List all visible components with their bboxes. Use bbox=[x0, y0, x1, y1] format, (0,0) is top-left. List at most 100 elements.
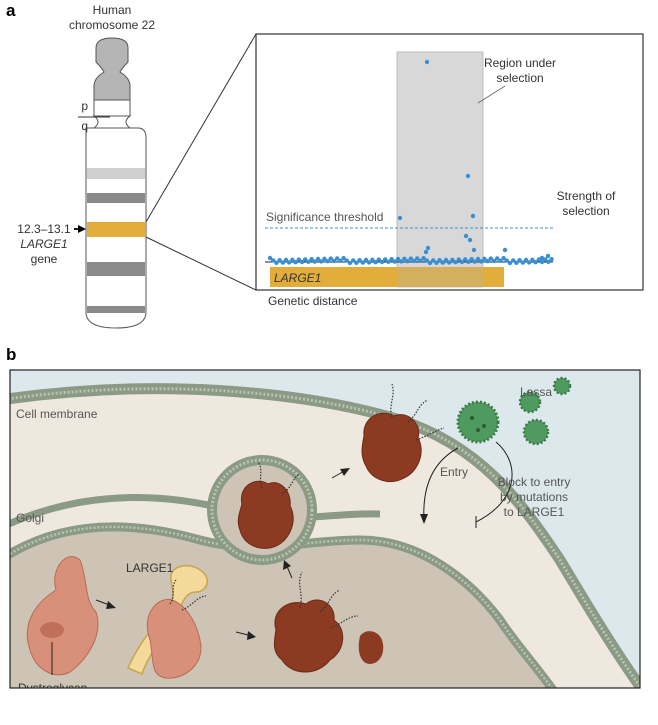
selection-points bbox=[267, 59, 554, 266]
entry-arrow bbox=[423, 447, 459, 521]
glycan-chain bbox=[319, 589, 341, 613]
selection-point bbox=[392, 259, 397, 264]
selection-point bbox=[434, 260, 439, 265]
dystroglycan-glycosylated-golgi bbox=[273, 599, 344, 673]
selection-point bbox=[395, 256, 401, 262]
large1-gene-bar-label: LARGE1 bbox=[274, 271, 321, 285]
glycan-chain bbox=[390, 383, 394, 419]
p-arm-band bbox=[93, 99, 131, 117]
golgi-membrane-upper-texture bbox=[10, 525, 554, 688]
selection-point bbox=[488, 256, 493, 261]
selection-point bbox=[427, 260, 433, 266]
selection-point bbox=[495, 256, 500, 261]
dystroglycan-precursor-spot bbox=[40, 622, 64, 638]
selection-point bbox=[450, 257, 455, 262]
selection-point bbox=[418, 258, 423, 263]
cell-membrane-label: Cell membrane bbox=[16, 407, 98, 421]
cell-scene: Cell membrane Golgi LARGE1 Dystroglycan … bbox=[10, 370, 640, 688]
block-label-line1: Block to entry bbox=[498, 475, 571, 489]
centromere bbox=[92, 115, 132, 129]
selection-point bbox=[405, 259, 410, 264]
selection-point bbox=[415, 256, 420, 261]
selection-point bbox=[402, 256, 407, 261]
band-label: 12.3–13.1 bbox=[17, 222, 71, 236]
selection-point bbox=[287, 260, 292, 265]
lassa-virus bbox=[518, 390, 542, 414]
selection-point bbox=[472, 259, 477, 264]
selection-point bbox=[523, 257, 529, 263]
selection-point bbox=[280, 260, 285, 265]
block-label-line3: to LARGE1 bbox=[504, 505, 565, 519]
glycan-chain bbox=[329, 615, 359, 629]
selection-point bbox=[290, 257, 295, 262]
band-q11 bbox=[87, 168, 145, 179]
selection-point bbox=[335, 256, 340, 261]
p-arm-satellite bbox=[93, 37, 131, 101]
selection-point bbox=[306, 259, 311, 264]
band-large1 bbox=[87, 222, 145, 237]
glycan-chain bbox=[407, 399, 429, 423]
selection-point bbox=[465, 173, 471, 179]
selection-point bbox=[341, 256, 346, 261]
glycan-chain bbox=[415, 427, 445, 441]
cell-membrane-texture bbox=[10, 387, 640, 688]
large1-label: LARGE1 bbox=[126, 561, 174, 575]
selection-point bbox=[293, 260, 298, 265]
lassa-virus-main bbox=[456, 400, 500, 444]
selection-point bbox=[277, 258, 282, 263]
selection-point bbox=[338, 258, 343, 263]
golgi-label: Golgi bbox=[16, 511, 44, 525]
selection-point bbox=[447, 260, 452, 265]
selection-point bbox=[517, 258, 522, 263]
selection-point bbox=[533, 260, 538, 265]
selection-point bbox=[383, 257, 388, 262]
selection-point bbox=[482, 256, 487, 261]
band-q13-3 bbox=[87, 306, 145, 313]
selection-point bbox=[312, 259, 317, 264]
dystroglycan-in-vesicle bbox=[237, 480, 294, 549]
selection-point bbox=[319, 259, 324, 264]
lassa-virus bbox=[522, 418, 550, 446]
selection-point bbox=[466, 259, 471, 264]
dystroglycan-precursor bbox=[26, 556, 99, 676]
panel-b-letter: b bbox=[6, 345, 16, 364]
selection-point bbox=[271, 258, 276, 263]
selection-point bbox=[322, 256, 327, 261]
selection-point bbox=[549, 257, 554, 262]
selection-point bbox=[431, 258, 436, 263]
virus-spot bbox=[482, 424, 486, 428]
selection-point bbox=[459, 259, 465, 265]
virus-spot bbox=[476, 428, 480, 432]
selection-point bbox=[357, 258, 362, 263]
selection-point bbox=[331, 258, 337, 264]
selection-point bbox=[274, 260, 279, 265]
selection-point bbox=[471, 247, 477, 253]
selection-point bbox=[539, 255, 545, 261]
significance-threshold-label: Significance threshold bbox=[266, 210, 383, 224]
band-arrow-head bbox=[78, 225, 86, 233]
selection-point bbox=[408, 256, 413, 261]
selection-point bbox=[485, 259, 490, 264]
selection-point bbox=[328, 256, 333, 261]
selection-point bbox=[421, 256, 426, 261]
selection-point bbox=[491, 258, 497, 264]
selection-point bbox=[470, 213, 476, 219]
gene-suffix-label: gene bbox=[31, 252, 58, 266]
selection-point bbox=[344, 258, 349, 263]
chromosome-22 bbox=[85, 37, 147, 329]
p-arm-label: p bbox=[81, 99, 88, 113]
arrow-head bbox=[283, 560, 291, 570]
strength-label-line2: selection bbox=[562, 204, 609, 218]
selection-point bbox=[411, 258, 417, 264]
selection-point bbox=[475, 256, 481, 262]
selection-point bbox=[507, 260, 513, 266]
block-arrow bbox=[475, 441, 513, 523]
selection-point bbox=[309, 257, 314, 262]
selection-point bbox=[453, 260, 458, 265]
vesicle-texture bbox=[210, 458, 314, 562]
selection-point bbox=[527, 260, 532, 265]
chromosome-title-line2: chromosome 22 bbox=[69, 18, 155, 32]
selection-point bbox=[363, 257, 369, 263]
